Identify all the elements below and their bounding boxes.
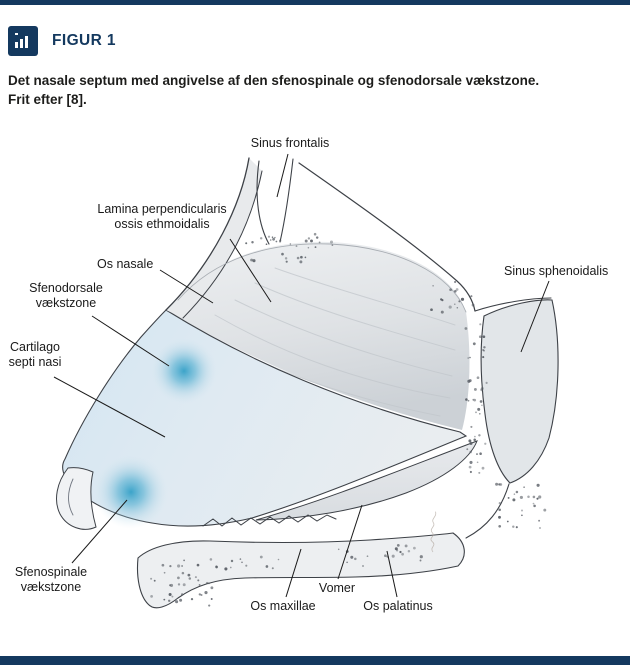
leader-sinus-sphenoidalis [520,280,550,353]
leader-os-palatinus [386,550,398,598]
leader-vomer [337,504,363,580]
leader-lamina [229,238,272,303]
figure-caption: Det nasale septum med angivelse af den s… [8,72,620,110]
label-sfenodorsale-vaekstzone: Sfenodorsale vækstzone [29,281,103,310]
label-lamina-perpendicularis: Lamina perpendicularis ossis ethmoidalis [97,202,227,231]
nasal-tip-shape [56,467,97,530]
leader-sfenodorsale [91,315,170,367]
maxilla-palatine-shape [136,532,465,609]
label-sinus-frontalis: Sinus frontalis [250,136,330,150]
label-os-palatinus: Os palatinus [363,599,433,613]
stipple-texture [150,232,547,607]
sfenospinale-growth-zone [94,455,168,529]
leader-sfenospinale [71,499,128,564]
leader-sinus-frontalis [276,153,289,198]
figure-number-label: FIGUR 1 [52,32,116,49]
label-os-maxillae: Os maxillae [250,599,316,613]
top-rule [0,0,630,5]
leader-lines [53,153,550,598]
outline-strokes [165,157,552,539]
artist-signature [430,511,437,553]
caption-line1: Det nasale septum med angivelse af den s… [8,73,540,88]
sphenoid-sinus-shape [480,299,559,484]
growth-zones [94,338,217,529]
figure-badge: FIGUR 1 [8,25,116,57]
label-sfenospinale-vaekstzone: Sfenospinale vækstzone [14,565,88,594]
bar-chart-icon [8,26,38,56]
leader-os-nasale [159,269,214,304]
label-cartilago-septi-nasi: Cartilago septi nasi [8,340,62,369]
sfenodorsale-growth-zone [151,338,217,404]
ethmoid-plate-shape [166,241,470,430]
leader-cartilago [53,376,166,438]
bottom-rule [0,656,630,665]
nasal-bone-shape [166,158,262,318]
label-sinus-sphenoidalis: Sinus sphenoidalis [504,264,609,278]
label-os-nasale: Os nasale [97,257,154,271]
leader-os-maxillae [285,548,302,598]
caption-line2: Frit efter [8]. [8,91,87,107]
vomer-shape [255,440,478,521]
label-vomer: Vomer [318,581,356,595]
